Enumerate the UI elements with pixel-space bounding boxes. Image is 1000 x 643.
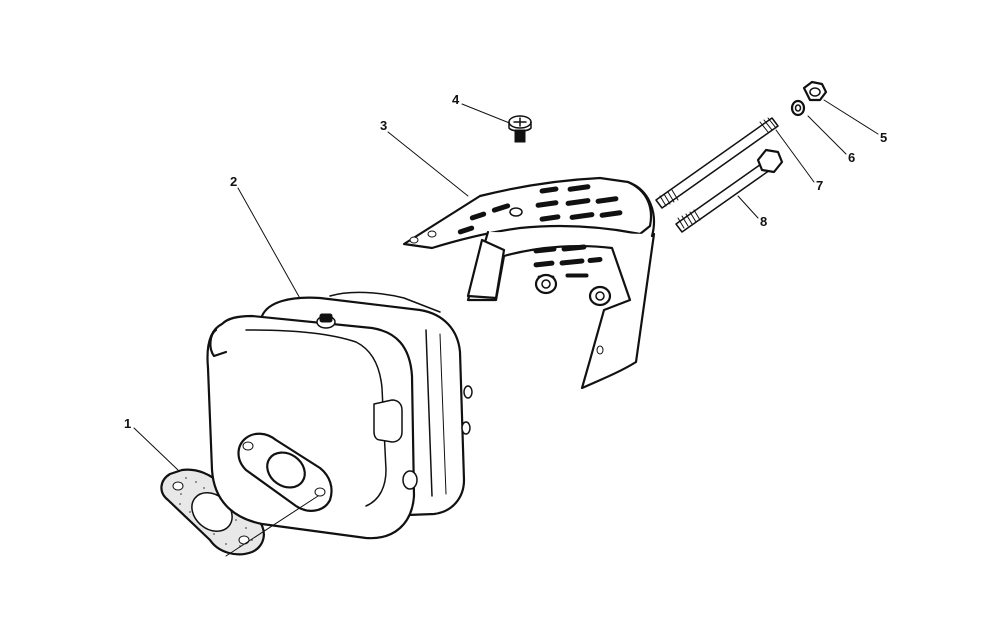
leader-lines xyxy=(133,99,879,471)
callout-labels: 1 2 3 4 5 6 7 8 xyxy=(124,92,887,431)
muffler-guard xyxy=(402,176,656,390)
stud xyxy=(655,117,779,209)
lock-washer xyxy=(790,99,806,117)
callout-7: 7 xyxy=(816,178,823,193)
callout-3: 3 xyxy=(380,118,387,133)
screw xyxy=(508,115,532,143)
muffler xyxy=(206,291,473,557)
callout-1: 1 xyxy=(124,416,131,431)
callout-5: 5 xyxy=(880,130,887,145)
callout-8: 8 xyxy=(760,214,767,229)
nut xyxy=(802,80,828,102)
bolt xyxy=(675,148,784,233)
callout-4: 4 xyxy=(452,92,460,107)
callout-6: 6 xyxy=(848,150,855,165)
callout-2: 2 xyxy=(230,174,237,189)
